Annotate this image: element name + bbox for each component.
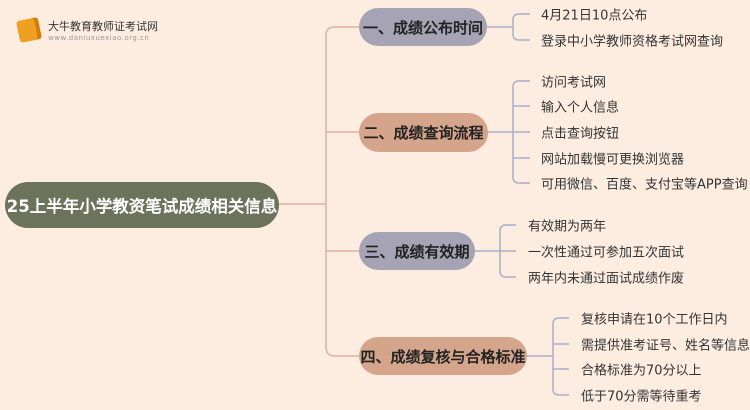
branch-node-2: 二、成绩查询流程 [359, 113, 488, 152]
leaf-node: 两年内未通过面试成绩作废 [528, 271, 685, 287]
branch-node-3: 三、成绩有效期 [359, 232, 475, 270]
root-node: 25上半年小学教资笔试成绩相关信息 [5, 182, 279, 228]
leaf-node: 登录中小学教师资格考试网查询 [541, 34, 724, 50]
leaf-node: 需提供准考证号、姓名等信息 [581, 338, 750, 354]
logo: 大牛教育教师证考试网 www.daniuxuexiao.org.cn [15, 16, 158, 44]
leaf-node: 合格标准为70分以上 [581, 363, 702, 379]
leaf-node: 4月21日10点公布 [541, 8, 648, 24]
leaf-node: 低于70分需等待重考 [581, 389, 702, 405]
leaf-node: 有效期为两年 [528, 219, 607, 235]
leaf-node: 复核申请在10个工作日内 [581, 312, 728, 328]
logo-name: 大牛教育教师证考试网 [48, 20, 158, 33]
leaf-node: 点击查询按钮 [541, 126, 620, 142]
leaf-node: 输入个人信息 [541, 100, 620, 116]
branch-node-1: 一、成绩公布时间 [359, 8, 487, 46]
leaf-node: 访问考试网 [541, 75, 607, 91]
leaf-node: 可用微信、百度、支付宝等APP查询 [541, 177, 748, 193]
book-logo-icon [15, 16, 43, 44]
leaf-node: 网站加载慢可更换浏览器 [541, 152, 685, 168]
leaf-node: 一次性通过可参加五次面试 [528, 245, 685, 261]
logo-url: www.daniuxuexiao.org.cn [48, 34, 150, 42]
branch-node-4: 四、成绩复核与合格标准 [359, 337, 527, 375]
